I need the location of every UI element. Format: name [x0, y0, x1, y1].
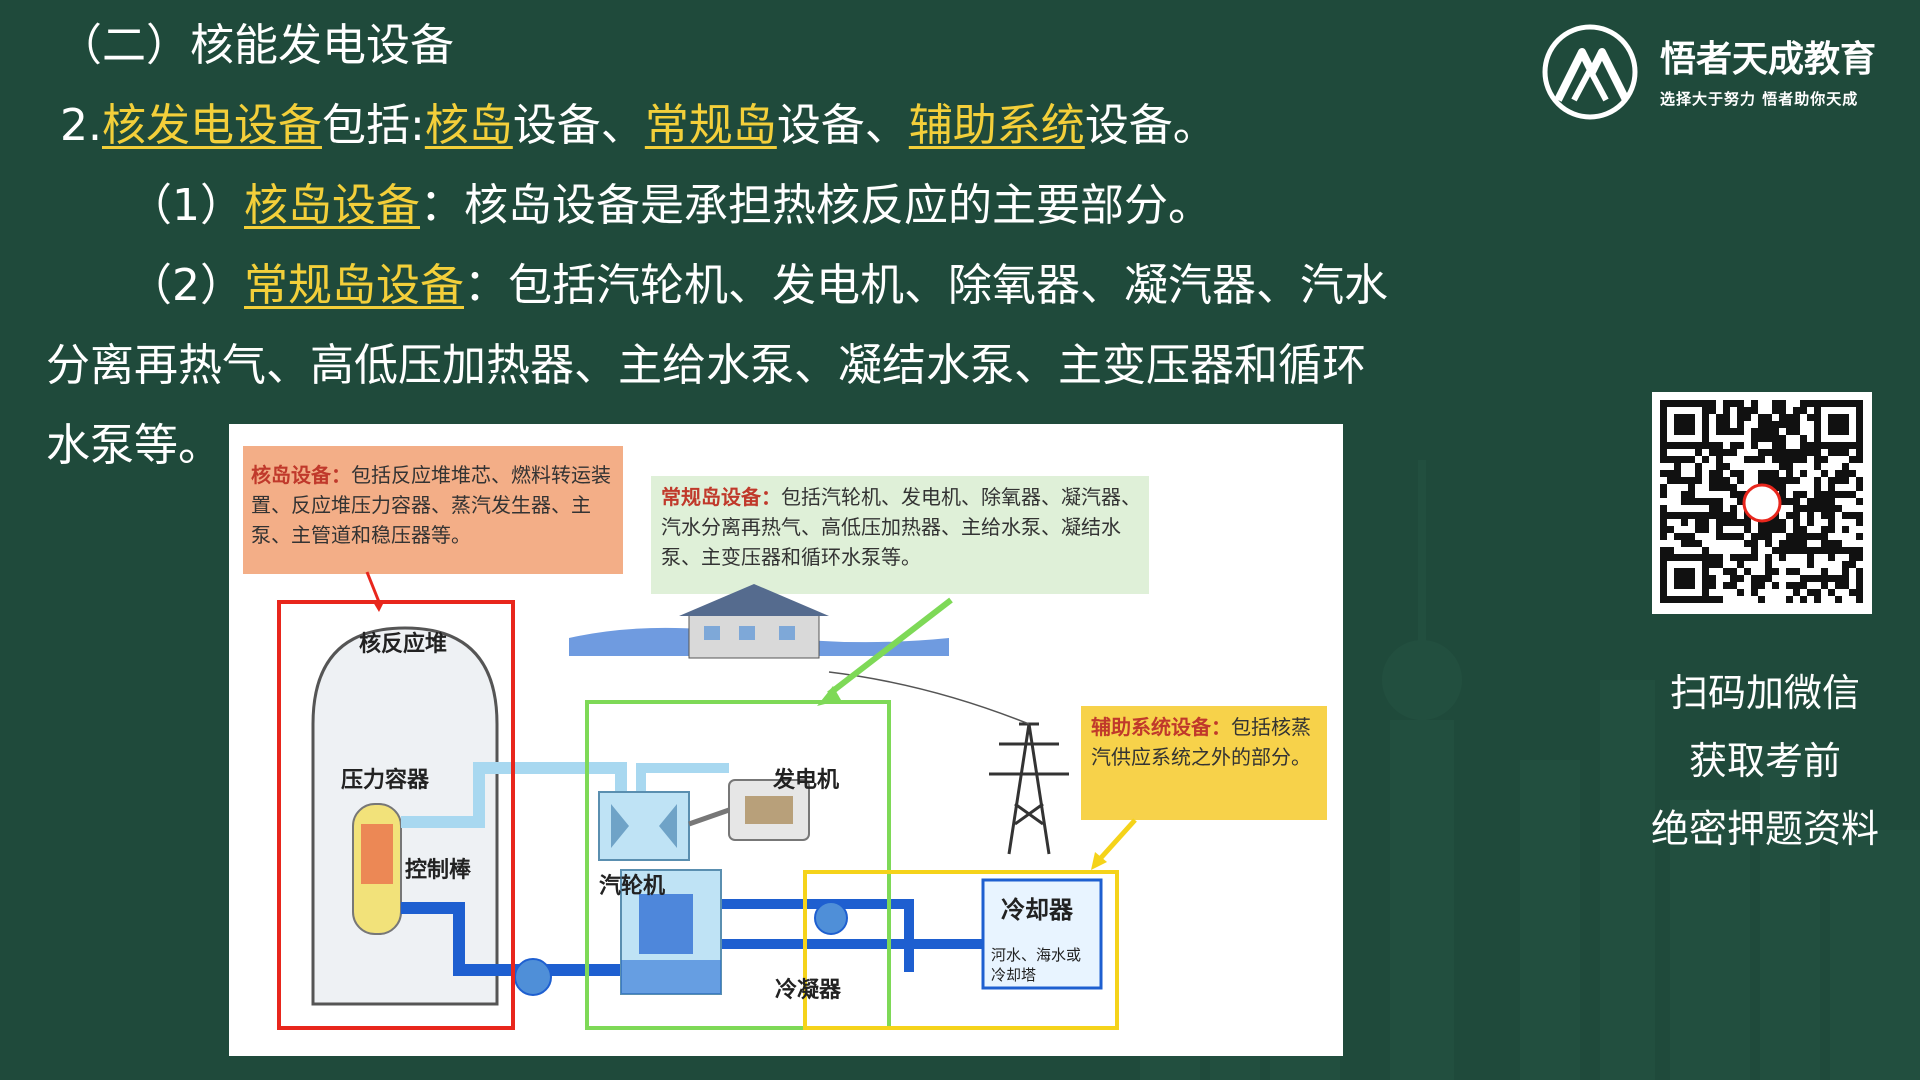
logo-icon	[1542, 24, 1638, 120]
item-conventional-island: （2）常规岛设备：包括汽轮机、发电机、除氧器、凝汽器、汽水	[128, 264, 1388, 308]
label-pressure-vessel: 压力容器	[341, 768, 430, 793]
caption-auxiliary-system: 辅助系统设备：包括核蒸汽供应系统之外的部分。	[1091, 712, 1319, 772]
brand-name: 悟者天成教育	[1660, 39, 1877, 80]
link-nuclear-power-equipment[interactable]: 核发电设备	[101, 100, 322, 151]
label-control-rod: 控制棒	[405, 858, 472, 883]
line-text: 包括:	[321, 100, 425, 151]
link-auxiliary-system[interactable]: 辅助系统	[908, 100, 1085, 151]
item-text: ：包括汽轮机、发电机、除氧器、凝汽器、汽水	[464, 260, 1388, 311]
item-number: （1）	[128, 180, 244, 231]
caption-title: 辅助系统设备：	[1091, 715, 1231, 739]
line-text: 设备、	[512, 100, 645, 151]
brand-slogan: 选择大于努力 悟者助你天成	[1660, 90, 1859, 108]
line-text: 设备。	[1084, 100, 1217, 151]
caption-conventional-island: 常规岛设备：包括汽轮机、发电机、除氧器、凝汽器、汽水分离再热气、高低压加热器、主…	[661, 482, 1141, 572]
label-generator: 发电机	[773, 768, 840, 793]
caption-title: 核岛设备：	[251, 463, 351, 487]
link-nuclear-island-equipment[interactable]: 核岛设备	[244, 180, 420, 231]
caption-body: 包括汽轮机、发电机、除氧器、凝汽器、汽水分离再热气、高低压加热器、主给水泵、凝结…	[661, 485, 1141, 569]
caption-nuclear-island: 核岛设备：包括反应堆堆芯、燃料转运装置、反应堆压力容器、蒸汽发生器、主泵、主管道…	[251, 460, 621, 550]
label-cooler: 冷却器	[1001, 896, 1073, 924]
label-turbine: 汽轮机	[599, 874, 666, 899]
caption-body: 包括核蒸汽供应系统之外的部分。	[1091, 715, 1311, 769]
qr-caption-line-3: 绝密押题资料	[1650, 807, 1879, 851]
label-cooler-note-2: 冷却塔	[991, 966, 1037, 984]
item-text-continued: 分离再热气、高低压加热器、主给水泵、凝结水泵、主变压器和循环	[46, 340, 1366, 391]
caption-title: 常规岛设备：	[661, 485, 781, 509]
auxiliary-system-box	[803, 870, 1119, 1030]
qr-code[interactable]	[1652, 392, 1872, 614]
equipment-overview-line: 2.核发电设备包括:核岛设备、常规岛设备、辅助系统设备。	[60, 104, 1217, 148]
label-reactor: 核反应堆	[359, 632, 448, 657]
caption-body: 包括反应堆堆芯、燃料转运装置、反应堆压力容器、蒸汽发生器、主泵、主管道和稳压器等…	[251, 463, 611, 547]
link-conventional-island[interactable]: 常规岛	[644, 100, 777, 151]
label-condenser: 冷凝器	[775, 978, 842, 1003]
line-text: 设备、	[776, 100, 909, 151]
transmission-tower-icon	[828, 671, 1069, 855]
nuclear-plant-diagram: 核岛设备：包括反应堆堆芯、燃料转运装置、反应堆压力容器、蒸汽发生器、主泵、主管道…	[229, 424, 1343, 1056]
link-conventional-island-equipment[interactable]: 常规岛设备	[244, 260, 464, 311]
qr-code-pattern	[1660, 400, 1863, 603]
qr-caption-line-2: 获取考前	[1688, 739, 1841, 783]
item-text: ：核岛设备是承担热核反应的主要部分。	[420, 180, 1212, 231]
brand-logo: 悟者天成教育 选择大于努力 悟者助你天成	[1540, 22, 1900, 122]
link-nuclear-island[interactable]: 核岛	[424, 100, 513, 151]
conventional-island-box	[585, 700, 891, 1030]
item-number: （2）	[128, 260, 244, 311]
house-icon	[679, 584, 829, 659]
line-prefix: 2.	[60, 100, 102, 151]
item-nuclear-island: （1）核岛设备：核岛设备是承担热核反应的主要部分。	[128, 184, 1212, 228]
section-heading: （二）核能发电设备	[58, 20, 454, 71]
diagram-graphics	[243, 446, 1327, 1030]
qr-caption-line-1: 扫码加微信	[1669, 671, 1860, 715]
nuclear-island-box	[277, 600, 515, 1030]
item-text-end: 水泵等。	[46, 420, 222, 471]
label-cooler-note-1: 河水、海水或	[991, 946, 1082, 964]
